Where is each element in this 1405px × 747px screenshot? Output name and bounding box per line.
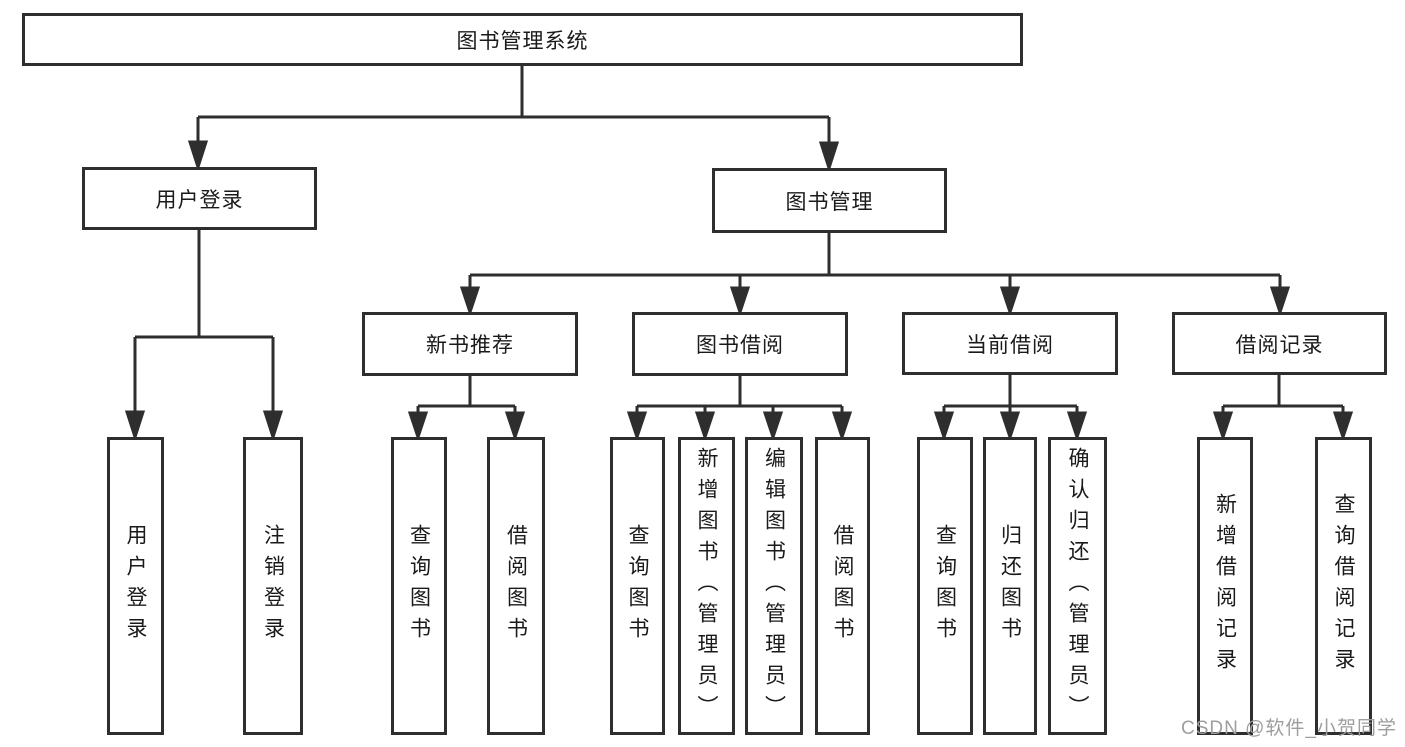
connector-user-login xyxy=(124,230,284,442)
connector-book-borrow xyxy=(626,376,853,442)
node-book-borrow: 图书借阅 xyxy=(632,312,848,376)
connector-current-borrow xyxy=(933,375,1088,442)
node-root: 图书管理系统 xyxy=(22,13,1023,66)
leaf-borrow-book: 借阅图书 xyxy=(815,437,870,735)
leaf-borrow-query-book: 查询图书 xyxy=(610,437,665,735)
node-user-login: 用户登录 xyxy=(82,167,317,230)
watermark: CSDN @软件_小贺同学 xyxy=(1181,718,1397,739)
node-book-management: 图书管理 xyxy=(712,168,947,233)
leaf-add-borrow-record: 新增借阅记录 xyxy=(1197,437,1253,735)
leaf-edit-book-admin: 编辑图书（管理员） xyxy=(745,437,803,735)
leaf-query-borrow-record: 查询借阅记录 xyxy=(1315,437,1372,735)
leaf-user-login: 用户登录 xyxy=(107,437,164,735)
node-current-borrow: 当前借阅 xyxy=(902,312,1118,375)
connector-book-management xyxy=(459,233,1291,317)
leaf-return-book: 归还图书 xyxy=(983,437,1037,735)
connector-new-book-recommend xyxy=(407,376,526,442)
leaf-current-query-book: 查询图书 xyxy=(917,437,973,735)
leaf-logout: 注销登录 xyxy=(243,437,303,735)
node-borrow-record: 借阅记录 xyxy=(1172,312,1387,375)
connector-borrow-record xyxy=(1212,375,1354,442)
connector-root xyxy=(187,66,840,173)
leaf-newbook-query-book: 查询图书 xyxy=(391,437,447,735)
leaf-add-book-admin: 新增图书（管理员） xyxy=(678,437,735,735)
leaf-newbook-borrow-book: 借阅图书 xyxy=(487,437,545,735)
leaf-confirm-return-admin: 确认归还（管理员） xyxy=(1048,437,1107,735)
node-new-book-recommend: 新书推荐 xyxy=(362,312,578,376)
